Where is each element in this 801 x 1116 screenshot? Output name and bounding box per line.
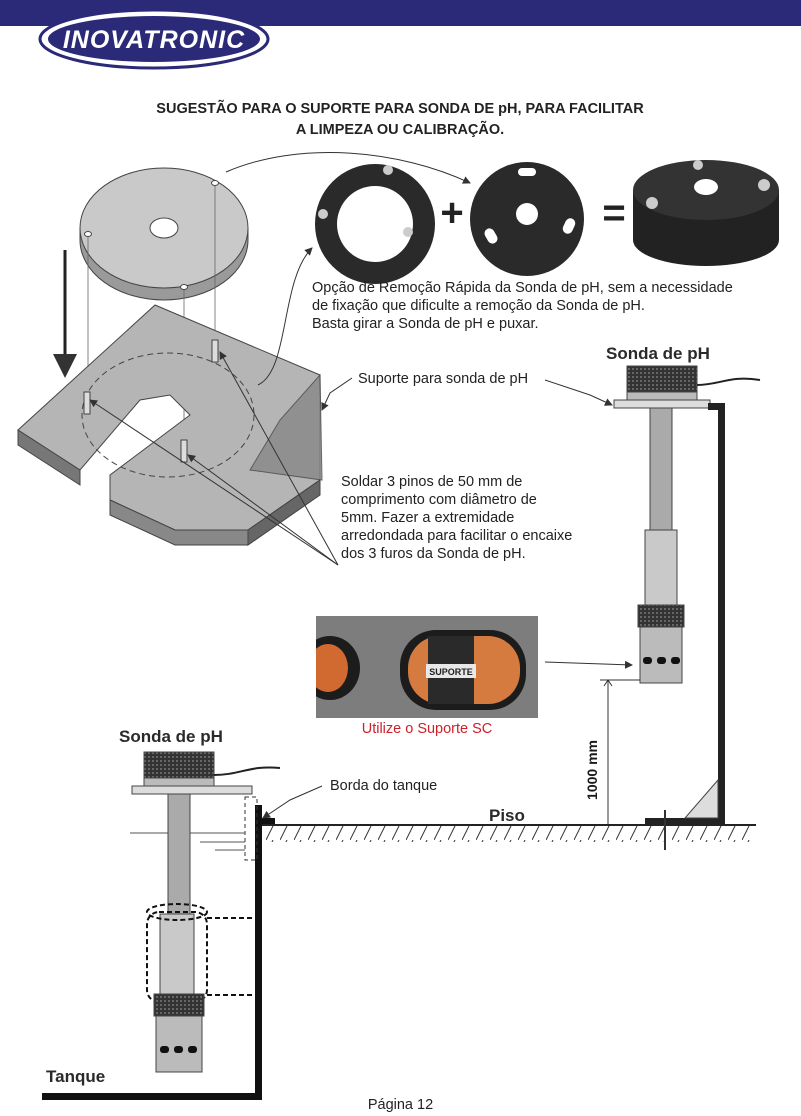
pins-line-4: arredondada para facilitar o encaixe xyxy=(341,528,573,544)
pins-note: Soldar 3 pinos de 50 mm de comprimento c… xyxy=(341,473,621,563)
pins-line-5: dos 3 furos da Sonda de pH. xyxy=(341,546,526,562)
probe-label-right: Sonda de pH xyxy=(606,344,710,363)
quick-removal-line-2: de fixação que dificulte a remoção da So… xyxy=(312,298,645,314)
left-probe xyxy=(131,751,281,1073)
equals-sign: = xyxy=(602,191,625,235)
quick-removal-note: Opção de Remoção Rápida da Sonda de pH, … xyxy=(312,279,801,333)
assembled-part xyxy=(633,160,779,266)
page-title-line-2: A LIMPEZA OU CALIBRAÇÃO. xyxy=(295,122,505,138)
quick-removal-line-1: Opção de Remoção Rápida da Sonda de pH, … xyxy=(312,280,733,296)
brand-name: INOVATRONIC xyxy=(63,26,245,54)
page-number: Página 12 xyxy=(367,1097,434,1113)
support-label: Suporte para sonda de pH xyxy=(358,371,529,387)
photo-caption: Utilize o Suporte SC xyxy=(361,721,493,737)
plus-sign: + xyxy=(440,191,463,235)
probe-label-left: Sonda de pH xyxy=(119,727,223,746)
quick-removal-line-3: Basta girar a Sonda de pH e puxar. xyxy=(312,316,539,332)
brand-logo: INOVATRONIC xyxy=(38,8,270,70)
pins-line-1: Soldar 3 pinos de 50 mm de xyxy=(341,474,523,490)
support-photo-image: SUPORTE xyxy=(316,616,538,718)
floor xyxy=(258,810,756,850)
support-photo: SUPORTE xyxy=(316,616,538,718)
floor-label: Piso xyxy=(489,806,525,825)
distance-value: 1000 mm xyxy=(583,740,600,800)
distance-label: 1000 mm xyxy=(572,740,616,800)
tank-edge-label: Borda do tanque xyxy=(330,778,438,794)
page-title: SUGESTÃO PARA O SUPORTE PARA SONDA DE pH… xyxy=(60,99,740,141)
pins-line-3: 5mm. Fazer a extremidade xyxy=(341,510,515,526)
page-title-line-1: SUGESTÃO PARA O SUPORTE PARA SONDA DE pH… xyxy=(156,101,644,117)
photo-sticker: SUPORTE xyxy=(429,667,473,677)
pins-line-2: comprimento com diâmetro de xyxy=(341,492,537,508)
tank-label: Tanque xyxy=(46,1067,106,1086)
probe-base-disc xyxy=(470,162,584,276)
quick-release-ring xyxy=(315,164,435,284)
right-probe xyxy=(613,365,761,684)
support-bracket xyxy=(17,304,323,546)
top-disc xyxy=(79,167,249,301)
